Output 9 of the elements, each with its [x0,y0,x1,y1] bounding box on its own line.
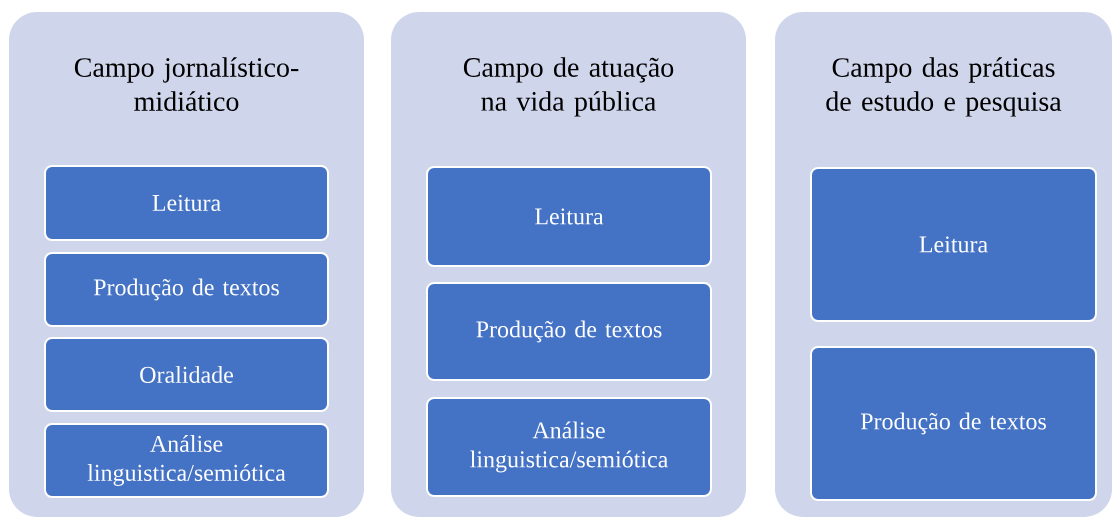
category-box: Leitura [44,165,329,241]
category-box: Produção de textos [810,346,1097,501]
category-box: Leitura [426,166,712,267]
category-box: Análise linguistica/semiótica [44,423,329,498]
category-box: Oralidade [44,337,329,412]
category-box: Análise linguistica/semiótica [426,397,712,497]
category-box: Produção de textos [44,252,329,327]
category-box: Leitura [810,167,1097,322]
category-box: Produção de textos [426,282,712,381]
